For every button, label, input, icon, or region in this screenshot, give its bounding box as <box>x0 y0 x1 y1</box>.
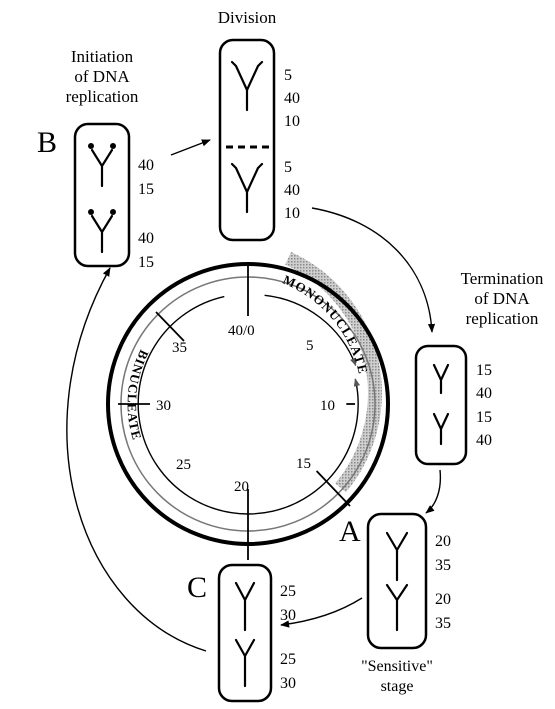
tick-label-10: 10 <box>320 398 335 414</box>
tick-label-5: 5 <box>306 338 314 354</box>
tick-label-20: 20 <box>234 479 249 495</box>
tick-label-15: 15 <box>296 456 311 472</box>
arrow-b-to-division <box>171 140 210 155</box>
sensitive-top-2: 35 <box>435 557 451 574</box>
tick-label-25: 25 <box>176 457 191 473</box>
initiation-box <box>75 124 129 266</box>
c-top-2: 30 <box>280 607 296 624</box>
sensitive-label-1: "Sensitive" <box>361 658 433 675</box>
initiation-label-3: replication <box>66 87 139 106</box>
letter-b: B <box>37 126 57 159</box>
division-label: Division <box>218 8 277 27</box>
initiation-top-1: 40 <box>138 157 154 174</box>
sensitive-bottom-2: 35 <box>435 615 451 632</box>
arrow-termination-to-sensitive <box>426 470 440 513</box>
letter-a: A <box>339 515 361 548</box>
division-bottom-1: 5 <box>284 159 292 176</box>
termination-bottom-2: 40 <box>476 432 492 449</box>
c-bottom-2: 30 <box>280 675 296 692</box>
termination-bottom-1: 15 <box>476 409 492 426</box>
letter-c: C <box>187 571 207 604</box>
initiation-label-1: Initiation <box>71 47 134 66</box>
termination-top-2: 40 <box>476 385 492 402</box>
tick-label-35: 35 <box>172 340 187 356</box>
termination-label-1: Termination <box>461 269 544 288</box>
termination-label-2: of DNA <box>474 289 530 308</box>
termination-box <box>416 346 466 464</box>
division-box <box>220 40 274 240</box>
initiation-top-2: 15 <box>138 181 154 198</box>
tick-label-30: 30 <box>156 398 171 414</box>
sensitive-label-2: stage <box>381 678 414 695</box>
sensitive-top-1: 20 <box>435 533 451 550</box>
sensitive-box <box>368 514 426 648</box>
division-top-2: 40 <box>284 90 300 107</box>
sensitive-bottom-1: 20 <box>435 591 451 608</box>
termination-top-1: 15 <box>476 362 492 379</box>
c-box <box>219 565 271 701</box>
division-bottom-2: 40 <box>284 182 300 199</box>
initiation-bottom-2: 15 <box>138 254 154 271</box>
tick-35 <box>156 312 184 341</box>
initiation-label-2: of DNA <box>74 67 130 86</box>
division-bottom-3: 10 <box>284 205 300 222</box>
tick-label-0: 40/0 <box>228 323 255 339</box>
initiation-bottom-1: 40 <box>138 230 154 247</box>
termination-label-3: replication <box>466 309 539 328</box>
division-top-1: 5 <box>284 67 292 84</box>
division-top-3: 10 <box>284 113 300 130</box>
c-bottom-1: 25 <box>280 651 296 668</box>
c-top-1: 25 <box>280 583 296 600</box>
